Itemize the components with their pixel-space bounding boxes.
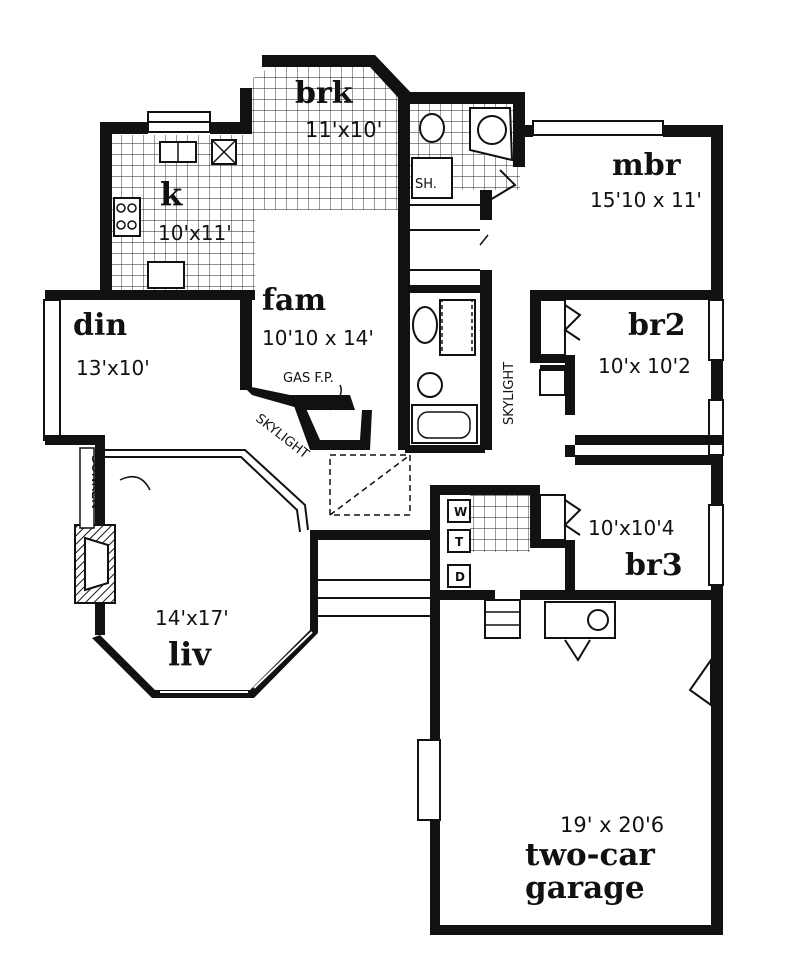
garage-name-line2: garage bbox=[525, 870, 645, 906]
liv-name: liv bbox=[168, 635, 212, 673]
washer-label: W bbox=[454, 505, 467, 519]
br2-dims: 10'x 10'2 bbox=[598, 354, 691, 378]
garage-name-line1: two-car bbox=[525, 837, 656, 873]
gas-fireplace-label: GAS F.P. bbox=[283, 371, 334, 386]
k-name: k bbox=[160, 175, 183, 213]
dryer-label: D bbox=[455, 570, 465, 584]
din-name: din bbox=[73, 308, 127, 343]
toilet-label: T bbox=[455, 535, 464, 549]
shower-label: SH. bbox=[415, 177, 437, 192]
exterior-walls bbox=[43, 55, 724, 935]
sunken-label: SUNKEN bbox=[88, 455, 103, 509]
br3-dims: 10'x10'4 bbox=[588, 516, 674, 540]
br3-name: br3 bbox=[625, 548, 683, 583]
mbr-name: mbr bbox=[612, 148, 682, 183]
din-dims: 13'x10' bbox=[76, 356, 150, 380]
k-dims: 10'x11' bbox=[158, 221, 232, 245]
mbr-dims: 15'10 x 11' bbox=[590, 188, 702, 212]
fam-name: fam bbox=[262, 283, 326, 318]
fixtures bbox=[113, 107, 712, 707]
brk-name: brk bbox=[295, 76, 354, 111]
br2-name: br2 bbox=[628, 308, 686, 343]
brk-dims: 11'x10' bbox=[305, 118, 382, 142]
garage-dims: 19' x 20'6 bbox=[560, 813, 664, 837]
skylight-bath-label: SKYLIGHT bbox=[502, 362, 517, 425]
fam-dims: 10'10 x 14' bbox=[262, 326, 374, 350]
room-labels: brk 11'x10' k 10'x11' mbr 15'10 x 11' fa… bbox=[73, 76, 702, 906]
liv-dims: 14'x17' bbox=[155, 606, 229, 630]
